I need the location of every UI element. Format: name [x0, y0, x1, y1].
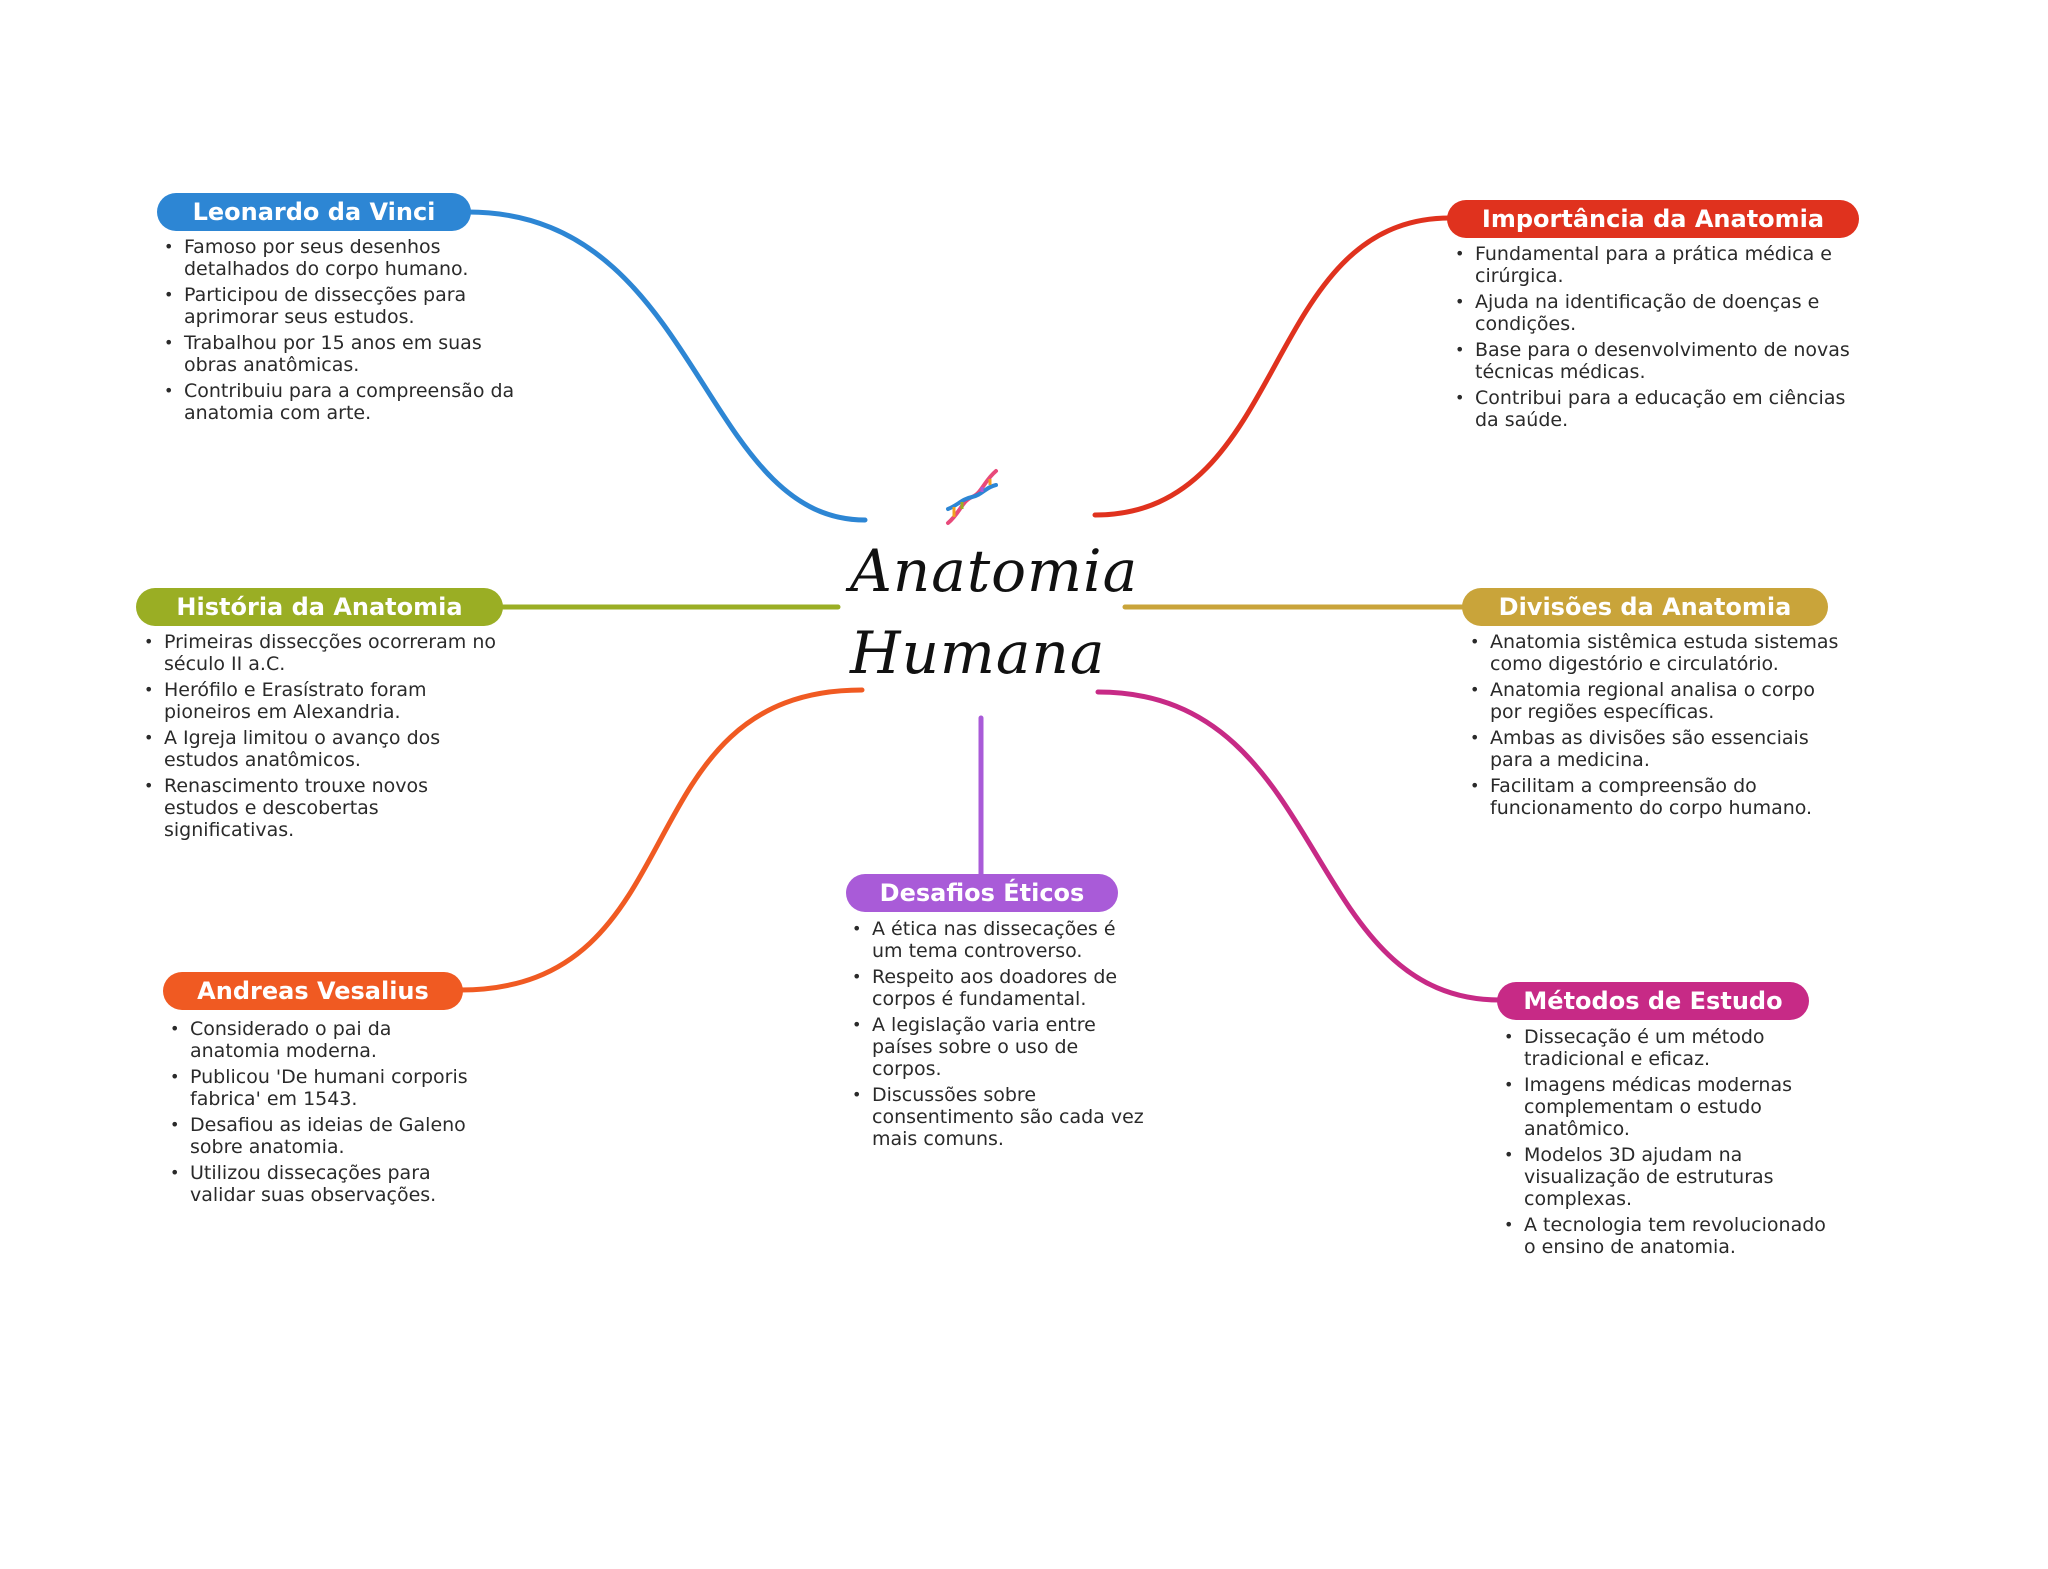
bullet-item: A legislação varia entre países sobre o … [848, 1014, 1148, 1080]
bullet-item: Ajuda na identificação de doenças e cond… [1451, 291, 1851, 335]
bullets-importancia: Fundamental para a prática médica e cirú… [1451, 243, 1851, 435]
branch-label-metodos: Métodos de Estudo [1497, 982, 1809, 1020]
connector-leonardo [465, 209, 868, 523]
bullets-divisoes: Anatomia sistêmica estuda sistemas como … [1466, 631, 1846, 823]
branch-label-leonardo: Leonardo da Vinci [157, 193, 471, 231]
bullet-item: Herófilo e Erasístrato foram pioneiros e… [140, 679, 500, 723]
bullet-item: Facilitam a compreensão do funcionamento… [1466, 775, 1846, 819]
bullet-item: Ambas as divisões são essenciais para a … [1466, 727, 1846, 771]
bullets-etica: A ética nas dissecações é um tema contro… [848, 918, 1148, 1154]
bullet-item: Participou de dissecções para aprimorar … [160, 284, 520, 328]
connector-vesalius [457, 687, 865, 993]
bullets-historia: Primeiras dissecções ocorreram no século… [140, 631, 500, 845]
bullet-item: Fundamental para a prática médica e cirú… [1451, 243, 1851, 287]
bullet-item: Renascimento trouxe novos estudos e desc… [140, 775, 500, 841]
bullet-item: Anatomia sistêmica estuda sistemas como … [1466, 631, 1846, 675]
bullet-item: A Igreja limitou o avanço dos estudos an… [140, 727, 500, 771]
connector-metodos [1095, 689, 1503, 1003]
bullet-item: Publicou 'De humani corporis fabrica' em… [166, 1066, 486, 1110]
bullets-metodos: Dissecação é um método tradicional e efi… [1500, 1026, 1840, 1262]
bullets-vesalius: Considerado o pai da anatomia moderna. P… [166, 1018, 486, 1210]
bullets-leonardo: Famoso por seus desenhos detalhados do c… [160, 236, 520, 428]
bullet-item: A ética nas dissecações é um tema contro… [848, 918, 1148, 962]
bullet-item: Desafiou as ideias de Galeno sobre anato… [166, 1114, 486, 1158]
bullet-item: Base para o desenvolvimento de novas téc… [1451, 339, 1851, 383]
bullet-item: Modelos 3D ajudam na visualização de est… [1500, 1144, 1840, 1210]
bullet-item: Dissecação é um método tradicional e efi… [1500, 1026, 1840, 1070]
bullet-item: Considerado o pai da anatomia moderna. [166, 1018, 486, 1062]
branch-label-historia: História da Anatomia [136, 588, 503, 626]
central-topic-line1: Anatomia [850, 537, 1139, 605]
bullet-item: Discussões sobre consentimento são cada … [848, 1084, 1148, 1150]
bullet-item: Contribui para a educação em ciências da… [1451, 387, 1851, 431]
bullet-item: Famoso por seus desenhos detalhados do c… [160, 236, 520, 280]
connector-importancia [1092, 215, 1453, 518]
central-topic-line2: Humana [850, 619, 1106, 687]
bullet-item: Trabalhou por 15 anos em suas obras anat… [160, 332, 520, 376]
bullet-item: Imagens médicas modernas complementam o … [1500, 1074, 1840, 1140]
bullet-item: Respeito aos doadores de corpos é fundam… [848, 966, 1148, 1010]
branch-label-importancia: Importância da Anatomia [1447, 200, 1859, 238]
branch-label-vesalius: Andreas Vesalius [163, 972, 463, 1010]
central-topic: Anatomia Humana [850, 530, 1139, 694]
bullet-item: Utilizou dissecações para validar suas o… [166, 1162, 486, 1206]
bullet-item: Contribuiu para a compreensão da anatomi… [160, 380, 520, 424]
branch-label-etica: Desafios Éticos [846, 874, 1118, 912]
branch-label-divisoes: Divisões da Anatomia [1462, 588, 1828, 626]
bullet-item: A tecnologia tem revolucionado o ensino … [1500, 1214, 1840, 1258]
bullet-item: Anatomia regional analisa o corpo por re… [1466, 679, 1846, 723]
bullet-item: Primeiras dissecções ocorreram no século… [140, 631, 500, 675]
dna-icon [946, 469, 998, 525]
